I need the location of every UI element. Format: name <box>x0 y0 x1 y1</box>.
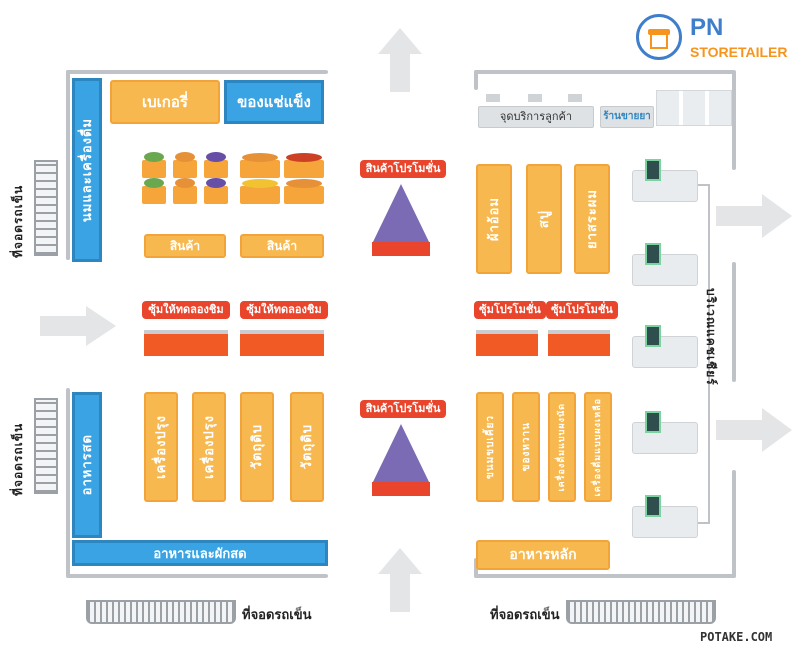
seasoning-shelf-2: เครื่องปรุง <box>192 392 226 502</box>
brand-storetailer: STORETAILER <box>690 44 788 60</box>
sweets-shelf: ของหวาน <box>512 392 540 502</box>
soap-label: สบู่ <box>536 209 552 229</box>
snacks-shelf: ขนมขบเคี้ยว <box>476 392 504 502</box>
main-food-label: อาหารหลัก <box>509 547 577 563</box>
shampoo-label: ยาสระผม <box>584 188 600 249</box>
beverage-shelf-1: เครื่องดื่มแบบผงนัด <box>548 392 576 502</box>
seasoning-shelf-1: เครื่องปรุง <box>144 392 178 502</box>
wall-top-right <box>474 70 734 74</box>
parking-left-top-label: ที่จอดรถเข็น <box>11 184 25 258</box>
wall-top-left <box>66 70 328 74</box>
customer-service-desk: จุดบริการลูกค้า <box>478 106 594 128</box>
shampoo-shelf: ยาสระผม <box>574 164 610 274</box>
customer-service-monitors <box>486 94 586 104</box>
product-shelf-2: สินค้า <box>240 234 324 258</box>
parking-left-bottom-carts <box>34 398 58 494</box>
product-shelf-1: สินค้า <box>144 234 226 258</box>
tasting-booth-2-label: ซุ้มให้ทดลองชิม <box>240 301 328 319</box>
checkout-lane-2 <box>632 243 698 286</box>
seasoning-1-label: เครื่องปรุง <box>153 415 169 479</box>
fresh-food-section: อาหารสด <box>72 392 102 538</box>
checkout-lane-1 <box>632 159 698 202</box>
raw-material-shelf-2: วัตถุดิบ <box>290 392 324 502</box>
brand-logo: PN STORETAILER <box>636 14 788 64</box>
pharmacy-counter: ร้านขายยา <box>600 106 654 128</box>
promo-bottom-pyramid <box>372 424 430 496</box>
promo-booth-2 <box>548 330 610 356</box>
raw-material-shelf-1: วัตถุดิบ <box>240 392 274 502</box>
checkout-bracket <box>698 184 710 524</box>
beverage-1-label: เครื่องดื่มแบบผงนัด <box>557 402 567 492</box>
milk-drinks-section: นมและเครื่องดื่ม <box>72 78 102 262</box>
tasting-booth-1 <box>144 330 228 356</box>
product-shelf-1-label: สินค้า <box>169 238 201 253</box>
pharmacy-shelves <box>656 90 732 126</box>
arrow-right-exit-bottom-icon <box>716 408 792 452</box>
food-produce-label: อาหารและผักสด <box>153 546 247 562</box>
parking-bottom-left-label: ที่จอดรถเข็น <box>242 608 312 623</box>
checkout-lane-3 <box>632 325 698 368</box>
soap-shelf: สบู่ <box>526 164 562 274</box>
parking-bottom-left-carts <box>86 600 236 624</box>
raw-2-label: วัตถุดิบ <box>299 424 315 470</box>
checkout-lane-5 <box>632 495 698 538</box>
main-food-shelf: อาหารหลัก <box>476 540 610 570</box>
wall-left-lower <box>66 388 70 578</box>
wall-right-mid <box>732 262 736 382</box>
arrow-right-entry-icon <box>40 306 116 346</box>
arrow-up-bottom-icon <box>378 548 422 612</box>
checkout-lane-4 <box>632 411 698 454</box>
bakery-label: เบเกอรี่ <box>142 93 188 111</box>
wall-bottom-left <box>66 574 328 578</box>
food-produce-section: อาหารและผักสด <box>72 540 328 566</box>
snacks-label: ขนมขบเคี้ยว <box>484 414 496 480</box>
tasting-booth-2 <box>240 330 324 356</box>
pharmacy-label: ร้านขายยา <box>603 111 651 122</box>
wall-left-upper-b <box>66 70 70 260</box>
wall-right-inner-top <box>474 70 478 90</box>
promo-booth-2-label: ซุ้มโปรโมชั่น <box>546 301 618 319</box>
fruit-baskets <box>240 153 326 206</box>
product-shelf-2-label: สินค้า <box>266 238 298 253</box>
arrow-up-top-icon <box>378 28 422 92</box>
bakery-section: เบเกอรี่ <box>110 80 220 124</box>
customer-service-label: จุดบริการลูกค้า <box>499 110 573 123</box>
vegetable-baskets <box>140 152 230 206</box>
diapers-shelf: ผ้าอ้อม <box>476 164 512 274</box>
brand-pn: PN <box>690 14 724 41</box>
sweets-label: ของหวาน <box>520 422 532 472</box>
promo-bottom-label: สินค้าโปรโมชั่น <box>360 400 446 418</box>
fresh-food-label: อาหารสด <box>79 434 95 496</box>
beverage-2-label: เครื่องดื่มแบบผงเหลือ <box>593 397 603 497</box>
parking-left-bottom-label: ที่จอดรถเข็น <box>11 422 25 496</box>
parking-bottom-right-label: ที่จอดรถเข็น <box>490 608 560 623</box>
diapers-label: ผ้าอ้อม <box>486 196 502 242</box>
parking-bottom-right-carts <box>566 600 716 624</box>
checkout-area-label: บริเวณแคชเชียร์ <box>704 288 718 386</box>
promo-booth-1 <box>476 330 538 356</box>
frozen-section: ของแช่แข็ง <box>224 80 324 124</box>
wall-bottom-right <box>474 574 736 578</box>
seasoning-2-label: เครื่องปรุง <box>201 415 217 479</box>
parking-left-top-carts <box>34 160 58 256</box>
promo-top-label: สินค้าโปรโมชั่น <box>360 160 446 178</box>
store-icon <box>636 14 682 60</box>
beverage-shelf-2: เครื่องดื่มแบบผงเหลือ <box>584 392 612 502</box>
arrow-right-exit-top-icon <box>716 194 792 238</box>
watermark-text: POTAKE.COM <box>700 630 773 644</box>
tasting-booth-1-label: ซุ้มให้ทดลองชิม <box>142 301 230 319</box>
raw-1-label: วัตถุดิบ <box>249 424 265 470</box>
promo-booth-1-label: ซุ้มโปรโมชั่น <box>474 301 546 319</box>
milk-drinks-label: นมและเครื่องดื่ม <box>79 117 95 223</box>
wall-right-bottom <box>732 470 736 578</box>
wall-right-top <box>732 70 736 170</box>
promo-top-pyramid <box>372 184 430 256</box>
frozen-label: ของแช่แข็ง <box>237 93 311 111</box>
